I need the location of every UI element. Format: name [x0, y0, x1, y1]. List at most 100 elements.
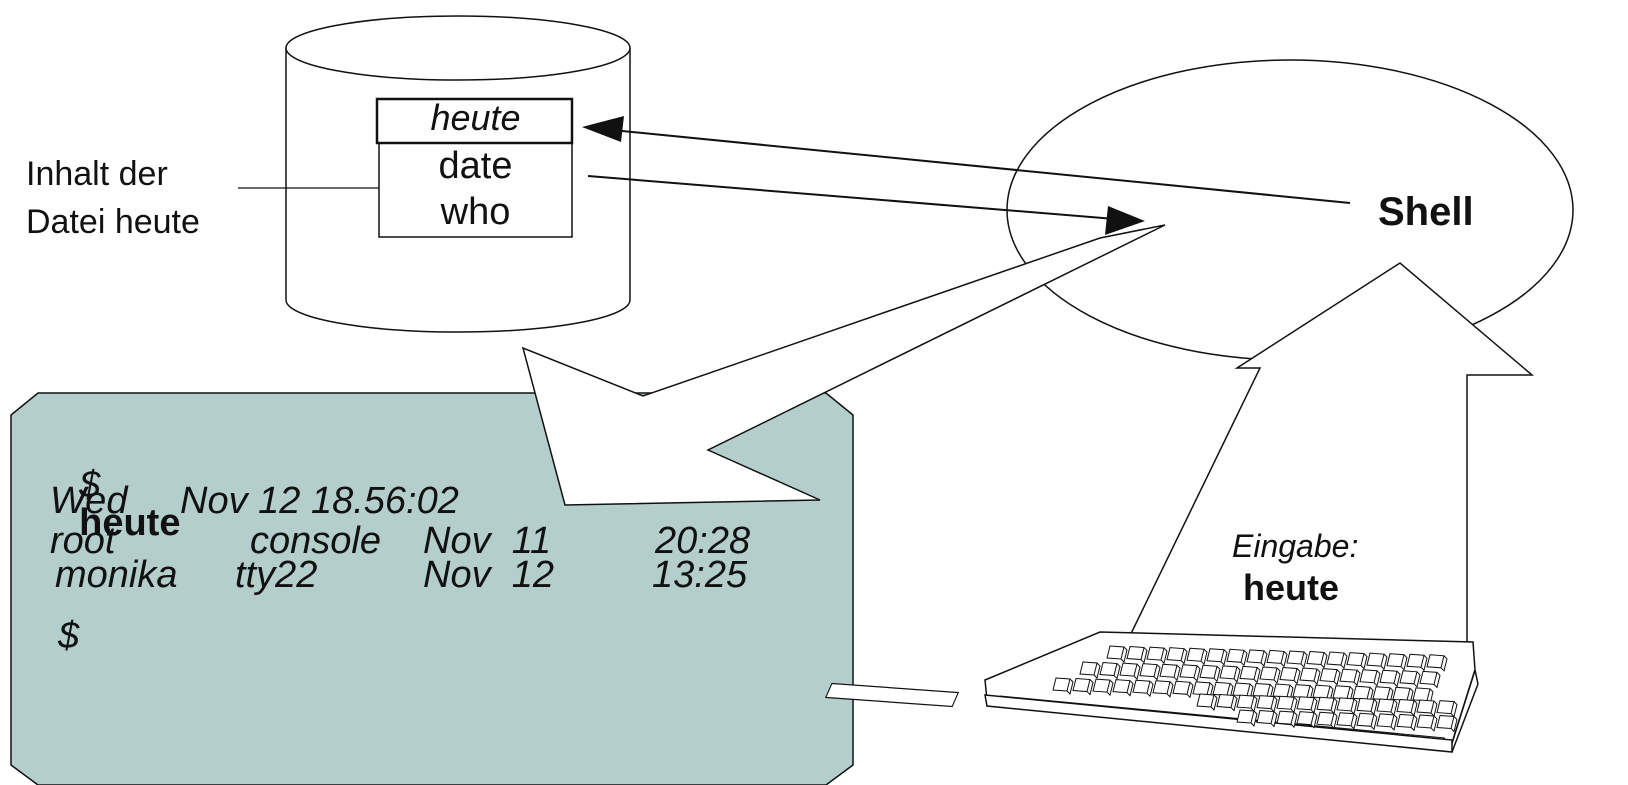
keyboard-key	[1112, 679, 1134, 697]
keyboard-key	[1139, 663, 1161, 681]
keyboard-key	[1436, 700, 1458, 718]
shell-ellipse	[1006, 59, 1574, 361]
keyboard-key	[1436, 714, 1458, 733]
keyboard-key	[1406, 653, 1428, 672]
keyboard-key	[1339, 668, 1361, 687]
keyboard-key	[1306, 650, 1328, 669]
keyboard-key	[1092, 678, 1114, 697]
output-row-1-c1: Wed	[50, 480, 128, 522]
keyboard-key	[1119, 662, 1141, 681]
keyboard-key	[1279, 666, 1301, 685]
keyboard-key	[1246, 649, 1268, 667]
keyboard-key	[1326, 651, 1348, 670]
keyboard-key	[1072, 678, 1094, 696]
keyboard-key	[1219, 665, 1241, 683]
keyboard-key	[1286, 650, 1308, 668]
keyboard-key	[1276, 710, 1298, 729]
file-title-box	[375, 97, 574, 145]
input-command: heute	[1243, 567, 1340, 608]
keyboard-key	[1256, 695, 1278, 713]
file-box	[378, 141, 573, 238]
keyboard-key	[1236, 694, 1258, 713]
keyboard-key	[1146, 646, 1168, 665]
keyboard-key	[1336, 712, 1358, 730]
file-title: heute	[430, 97, 521, 138]
keyboard-key	[1316, 696, 1338, 715]
keyboard-key	[1126, 646, 1148, 664]
keyboard-key	[1132, 679, 1154, 698]
file-content-label-line1: Inhalt der	[26, 155, 168, 193]
keyboard-key	[1426, 654, 1448, 672]
terminal-final-prompt: $	[58, 615, 80, 657]
file-line-date: date	[438, 145, 513, 187]
output-row-2-c1: root	[50, 520, 116, 562]
keyboard-key	[1356, 712, 1378, 731]
keyboard-key	[1239, 665, 1261, 684]
keyboard-key	[1416, 714, 1438, 732]
keyboard-key	[1159, 663, 1181, 682]
keyboard-key	[1376, 713, 1398, 731]
keyboard-key	[1206, 648, 1228, 666]
keyboard-key	[1236, 709, 1258, 727]
keyboard-key	[1226, 648, 1248, 667]
keyboard-key	[1079, 661, 1101, 679]
output-row-3-c3: Nov 12	[423, 554, 554, 596]
keyboard-key	[1399, 670, 1421, 688]
keyboard-key	[1416, 699, 1438, 718]
keyboard-key	[1186, 647, 1208, 666]
keyboard-key	[1316, 711, 1338, 730]
arrow-file-to-shell	[587, 175, 1116, 220]
arrow-head-to-file	[582, 116, 624, 142]
keyboard-key	[1259, 666, 1281, 684]
keyboard-key	[1299, 667, 1321, 686]
file-content-label-line2: Datei heute	[26, 203, 200, 241]
terminal-command: heute	[79, 502, 181, 544]
keyboard-key	[1199, 664, 1221, 683]
keyboard-key	[1412, 687, 1434, 705]
output-row-2-c3: Nov 11	[423, 520, 552, 562]
keyboard-key	[1336, 697, 1358, 715]
output-row-3-c2: tty22	[235, 554, 318, 596]
terminal-prompt: $	[79, 464, 101, 506]
arrow-shell-to-file	[611, 129, 1351, 204]
keyboard-key	[1396, 698, 1418, 717]
keyboard-key	[1376, 698, 1398, 716]
keyboard-key	[1386, 653, 1408, 671]
keyboard-icon	[824, 631, 1479, 753]
keyboard-key	[1296, 696, 1318, 714]
keyboard-key	[1366, 652, 1388, 671]
keyboard-key	[1256, 710, 1278, 728]
keyboard-key	[1356, 697, 1378, 716]
keyboard-key	[1179, 664, 1201, 682]
keyboard-key	[1276, 695, 1298, 714]
arrow-head-to-shell	[1105, 206, 1145, 235]
input-caption: Eingabe:	[1232, 528, 1359, 564]
keyboard-key	[1152, 680, 1174, 698]
keyboard-key	[1359, 669, 1381, 687]
output-row-2-c2: console	[250, 520, 381, 562]
keyboard-key	[1106, 645, 1128, 663]
keyboard-key	[1052, 677, 1074, 695]
keyboard-key	[1216, 694, 1238, 712]
keyboard-key	[1099, 662, 1121, 680]
keyboard-key	[1319, 668, 1341, 686]
output-callout	[521, 224, 1166, 506]
output-row-3-c1: monika	[55, 554, 178, 596]
output-row-2-c4: 20:28	[655, 520, 751, 562]
keyboard-key	[1172, 680, 1194, 699]
keyboard-key	[1396, 713, 1418, 732]
keyboard-key	[1346, 652, 1368, 670]
terminal-prompt-line: $ heute	[58, 428, 180, 542]
keyboard-key	[1266, 649, 1288, 668]
output-row-3-c4: 13:25	[652, 554, 748, 596]
shell-label: Shell	[1378, 190, 1474, 234]
keyboard-key	[1296, 711, 1318, 729]
output-row-1-c2: Nov 12 18.56:02	[180, 480, 459, 522]
file-line-who: who	[440, 191, 511, 233]
keyboard-key	[1166, 647, 1188, 665]
input-arrow	[1123, 262, 1535, 667]
keyboard-key	[1379, 669, 1401, 688]
keyboard-key	[1196, 693, 1218, 711]
keyboard-key	[1419, 670, 1441, 689]
